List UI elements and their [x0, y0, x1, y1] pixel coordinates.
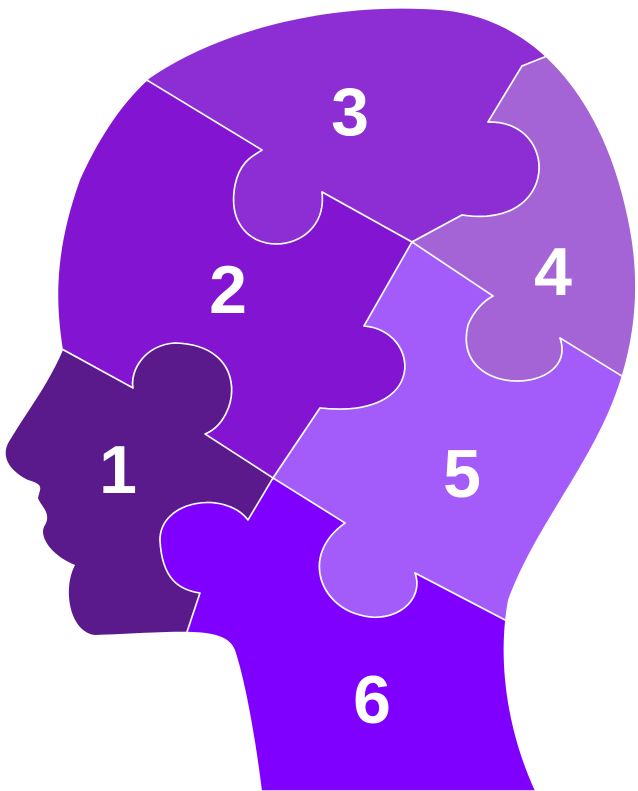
piece-number-6: 6 [353, 662, 391, 738]
piece-number-1: 1 [99, 432, 137, 508]
piece-number-5: 5 [443, 436, 481, 512]
piece-number-2: 2 [209, 252, 247, 328]
piece-number-3: 3 [331, 74, 369, 150]
piece-number-4: 4 [534, 234, 572, 310]
